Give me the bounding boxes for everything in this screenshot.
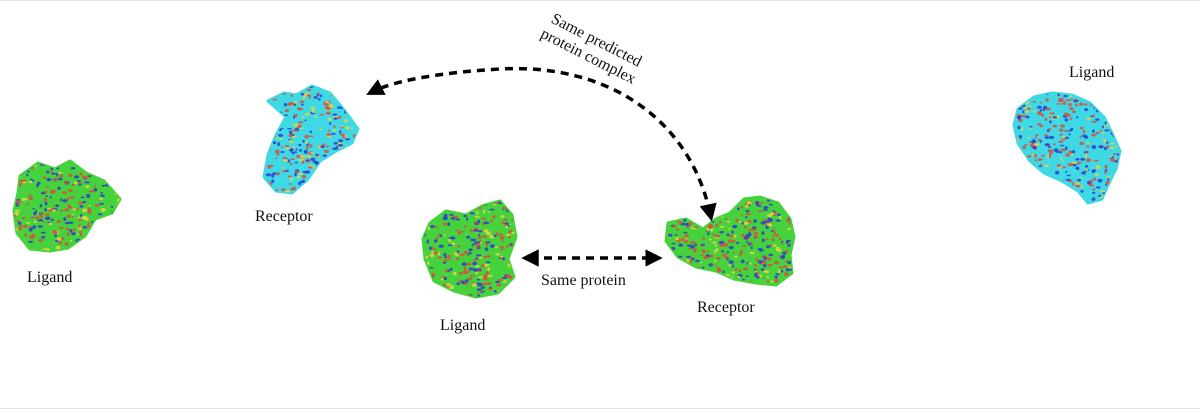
ligand-protein-left — [12, 159, 122, 253]
same-complex-curved-arrow — [366, 66, 717, 222]
ligand-middle-label: Ligand — [440, 317, 486, 334]
receptor-right-label: Receptor — [697, 299, 755, 316]
ligand-far-right-label: Ligand — [1069, 64, 1115, 81]
receptor-left-label: Receptor — [255, 208, 313, 225]
same-protein-label: Same protein — [541, 272, 626, 289]
receptor-protein-left — [262, 84, 360, 195]
ligand-left-label: Ligand — [27, 269, 73, 286]
